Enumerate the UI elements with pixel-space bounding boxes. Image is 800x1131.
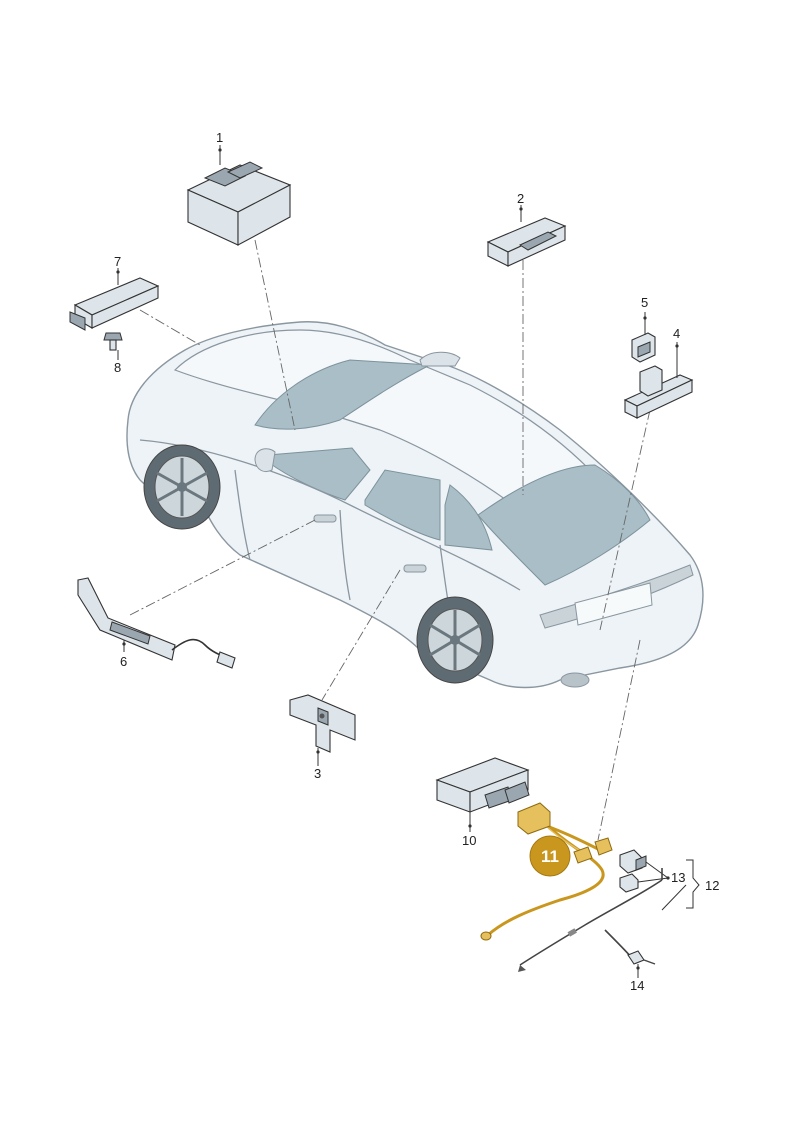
part-number-10: 10 (462, 833, 476, 848)
part-number-8: 8 (114, 360, 121, 375)
part-number-2: 2 (517, 191, 524, 206)
leader-part-13 (637, 861, 669, 883)
part-3-bracket (289, 694, 356, 753)
part-2-sensor (486, 217, 567, 267)
bracket-12 (661, 859, 700, 911)
part-number-5: 5 (641, 295, 648, 310)
part-number-13: 13 (671, 870, 685, 885)
part-5-clip (631, 332, 656, 363)
part-12-wiring-harness (518, 868, 663, 972)
part-number-11: 11 (541, 847, 559, 866)
car-rear-side-window (364, 469, 441, 541)
part-6-door-module (77, 577, 236, 669)
part-number-6: 6 (120, 654, 127, 669)
part-number-3: 3 (314, 766, 321, 781)
part-number-14: 14 (630, 978, 644, 993)
car-rear-window (477, 464, 651, 586)
part-11-badge: 11 (529, 835, 571, 877)
part-11-wiring-harness (480, 802, 613, 941)
part-14-sensor (604, 929, 656, 965)
part-number-12: 12 (705, 878, 719, 893)
car-rear-wheel (416, 596, 494, 684)
car-windscreen (254, 359, 432, 430)
part-13-connectors (619, 849, 647, 893)
part-8-screw (103, 332, 123, 351)
part-number-7: 7 (114, 254, 121, 269)
part-number-4: 4 (673, 326, 680, 341)
car-rear-quarter-window (444, 484, 493, 551)
part-10-control-unit (435, 757, 530, 813)
part-7-module (69, 277, 160, 331)
car-front-wheel (143, 444, 221, 530)
part-number-1: 1 (216, 130, 223, 145)
part-4-module (623, 365, 694, 419)
part-1-control-unit (186, 161, 292, 246)
reference-lines (129, 239, 651, 841)
car-illustration (126, 321, 704, 689)
